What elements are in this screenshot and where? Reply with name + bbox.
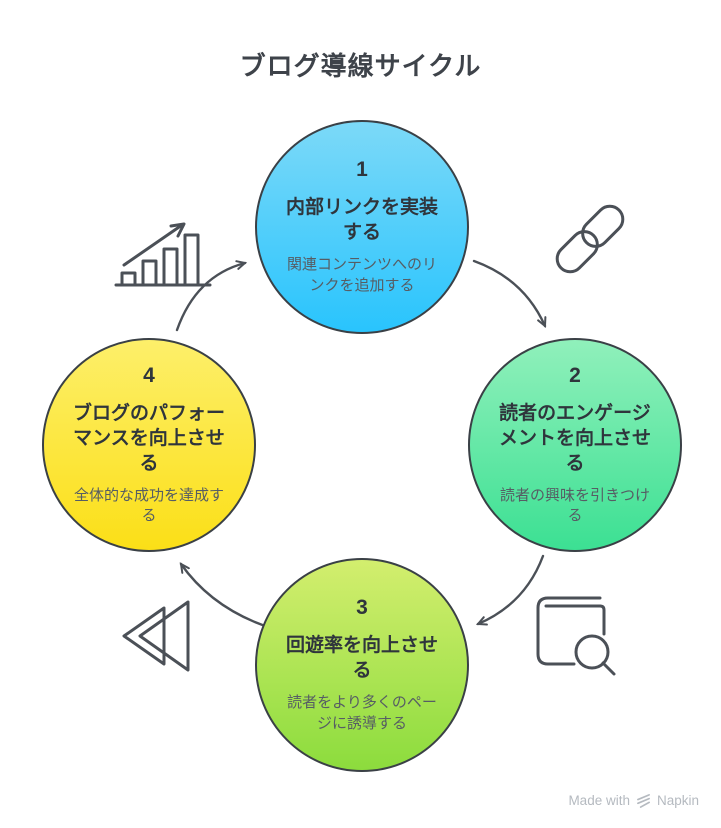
cycle-node-4: 4 ブログのパフォー マンスを向上させ る 全体的な成功を達成す る	[42, 338, 256, 552]
book-search-icon	[536, 596, 616, 676]
step-description: 関連コンテンツへのリ ンクを追加する	[286, 256, 437, 294]
node-3-content: 3 回遊率を向上させ る 読者をより多くのペー ジに誘導する	[282, 596, 442, 734]
step-title: 読者のエンゲージ メントを向上させ る	[498, 402, 651, 474]
watermark-prefix: Made with	[568, 793, 630, 808]
node-1-content: 1 内部リンクを実装 する 関連コンテンツへのリ ンクを追加する	[282, 158, 442, 296]
step-number: 3	[356, 596, 368, 620]
step-number: 2	[569, 363, 581, 387]
watermark-brand: Napkin	[656, 793, 699, 808]
step-number: 1	[356, 158, 368, 182]
page-title: ブログ導線サイクル	[239, 51, 482, 81]
chain-link-icon	[555, 204, 625, 274]
step-title: 内部リンクを実装 する	[285, 197, 438, 244]
cycle-node-3: 3 回遊率を向上させ る 読者をより多くのペー ジに誘導する	[255, 558, 469, 772]
arrow-step1-to-step2	[472, 259, 547, 329]
step-description: 読者の興味を引きつけ る	[499, 486, 650, 525]
step-title: ブログのパフォー マンスを向上させ る	[72, 402, 225, 474]
step-description: 全体的な成功を達成す る	[73, 486, 224, 525]
step-description: 読者をより多くのペー ジに誘導する	[287, 694, 437, 732]
rewind-icon	[122, 600, 190, 672]
cycle-node-2: 2 読者のエンゲージ メントを向上させ る 読者の興味を引きつけ る	[468, 338, 682, 552]
growth-chart-icon	[114, 222, 212, 287]
step-title: 回遊率を向上させ る	[285, 635, 438, 682]
step-number: 4	[143, 363, 155, 387]
napkin-logo-icon	[637, 794, 650, 808]
node-2-content: 2 読者のエンゲージ メントを向上させ る 読者の興味を引きつけ る	[495, 364, 655, 527]
cycle-node-1: 1 内部リンクを実装 する 関連コンテンツへのリ ンクを追加する	[255, 120, 469, 334]
node-4-content: 4 ブログのパフォー マンスを向上させ る 全体的な成功を達成す る	[69, 364, 229, 527]
watermark: Made with Napkin	[568, 793, 699, 808]
